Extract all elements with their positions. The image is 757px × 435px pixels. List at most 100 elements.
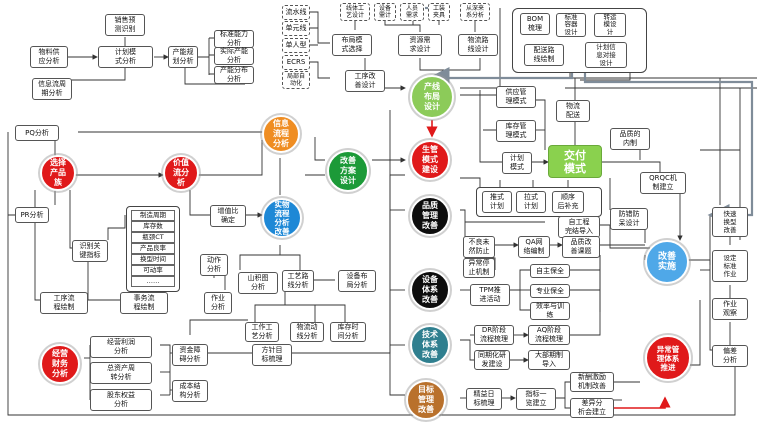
dr-stage-box[interactable]: DR阶段 流程梳理 [474,325,514,345]
capital-turnover-box[interactable]: 资金障 碍分析 [172,344,208,366]
nonconform-box[interactable]: 不良未 然防止 [463,236,495,258]
pull-plan-box[interactable]: 拉式 计划 [516,191,546,213]
capacity-plan-box[interactable]: 产能规 划分析 [168,46,198,68]
plan-mode-box[interactable]: 计划模 式分析 [98,46,153,68]
improve-impl-node[interactable]: 改善 实施 [645,240,689,284]
big-day-box[interactable]: 大部期制 导入 [528,350,570,370]
weekly-target-box[interactable]: 精益日 标梳理 [466,388,502,410]
pro-maintain-box[interactable]: 专业保全 [530,284,570,298]
process-improve-box[interactable]: 工序改 善设计 [345,70,385,92]
indicator-inventory[interactable]: 库存数 [131,221,175,232]
indicator-bottleneck-ct[interactable]: 瓶颈CT [131,232,175,243]
material-supply-box[interactable]: 物料供 应分析 [30,46,68,68]
std-capacity-box[interactable]: 标准能力 分析 [214,30,254,48]
pq-box[interactable]: PQ分析 [15,125,59,141]
qrqc-box[interactable]: QRQC机 制建立 [640,172,686,194]
indicator-build-box[interactable]: 指标一 览建立 [516,388,556,410]
policy-review-box[interactable]: 方针目 标梳理 [252,344,292,366]
indicator-changeover-time[interactable]: 换型时间 [131,254,175,265]
aq-stage-box[interactable]: AQ阶段 流程梳理 [528,325,570,345]
resource-needs-box[interactable]: 资源需 求设计 [398,34,442,56]
indicator-uptime[interactable]: 可动率 [131,265,175,276]
actual-capacity-box[interactable]: 实际产能 分析 [214,47,254,65]
efficiency-box[interactable]: 效率与训 练 [530,302,570,320]
equip-needs-box[interactable]: 设备 需计 [374,3,396,21]
value-add-ratio-box[interactable]: 增值比 确定 [210,205,246,227]
gap-analysis-box[interactable]: 差异分 析会建立 [570,398,614,418]
work-observe-box[interactable]: 作业 观察 [712,298,748,320]
indicator-product-yield[interactable]: 产品良率 [131,243,175,254]
sales-forecast-box[interactable]: 销售预 测识别 [105,14,145,36]
staff-needs-box[interactable]: 人员 需求 [400,3,424,21]
work-analysis-box[interactable]: 作业 分析 [204,292,232,314]
new-reward-box[interactable]: 新酬激励 机制改善 [570,372,614,392]
business-finance-node[interactable]: 经营 财务 分析 [40,344,80,384]
sync-dev-box[interactable]: 同期化研 发建设 [474,350,510,370]
key-indicator-box[interactable]: 识别关 键指标 [72,240,108,262]
delivery-mode-box[interactable]: 交付 模式 [548,145,602,178]
production-model-node[interactable]: 生管 模式 建设 [410,140,450,180]
target-mgmt-node[interactable]: 目标 管理 改善 [406,380,446,420]
mountain-chart-box[interactable]: 山积图 分析 [238,272,278,294]
equity-analysis-box[interactable]: 股东权益 分析 [90,389,152,411]
cost-structure-box[interactable]: 成本结 构分析 [172,380,208,402]
info-flow-period-box[interactable]: 信息流周 期分析 [32,78,72,100]
ecrs-box[interactable]: ECRS [282,55,310,70]
profit-analysis-box[interactable]: 经营利润 分析 [90,336,152,358]
process-route-box[interactable]: 工艺路 线分析 [282,270,314,292]
plan-info-design-box[interactable]: 计划信 息对接 设计 [585,42,627,68]
push-plan-box[interactable]: 推式 计划 [482,191,512,213]
logistics-route-box[interactable]: 物流路 线设计 [458,34,498,56]
material-delivery-box[interactable]: 物流 配送 [556,100,590,122]
improve-plan-node[interactable]: 改善 方案 设计 [327,150,369,192]
process-design-box[interactable]: 工作工 艺分析 [245,322,279,342]
action-analysis-box[interactable]: 动作 分析 [200,254,228,276]
std-work-box[interactable]: 设定 标准 作业 [712,250,748,282]
pr-box[interactable]: PR分析 [15,207,49,223]
quality-control-box[interactable]: 品质的 内制 [610,128,650,150]
material-flow-node[interactable]: 实物 流程 分析 改善 [262,198,302,238]
transaction-flow-box[interactable]: 事务流 程绘制 [120,292,168,314]
self-process-box[interactable]: 自工程 完结导入 [558,216,600,238]
tech-system-node[interactable]: 技术 体系 改善 [410,325,450,365]
delivery-route-box[interactable]: 配送路 线绘制 [524,44,564,66]
std-container-box[interactable]: 标准 容器 设计 [556,13,586,37]
flow-line-box[interactable]: 流水线 [282,5,310,20]
select-product-family-node[interactable]: 选择 产品 族 [40,155,76,191]
bom-box[interactable]: BOM 梳理 [520,13,550,35]
process-flow-draw-box[interactable]: 工序流 程绘制 [40,292,88,314]
inventory-mgmt-box[interactable]: 库存管 理模式 [496,120,536,142]
kaizen-analysis-box[interactable]: 偏差 分析 [712,345,748,367]
inventory-review-box[interactable]: 库存时 间分析 [330,322,366,342]
single-person-box[interactable]: 单人型 [282,38,310,53]
quick-change-box[interactable]: 快速 换型 改善 [712,207,748,237]
tooling-box[interactable]: 工装 夹具 [428,3,450,21]
value-stream-node[interactable]: 价值 流分 析 [163,155,199,191]
abnormal-mgmt-node[interactable]: 异常管 理体系 推进 [645,335,691,381]
capacity-dist-box[interactable]: 产能分布 分析 [214,66,254,84]
line-layout-node[interactable]: 产线 布局 设计 [410,75,454,119]
indicator-cycle-time[interactable]: 制造周期 [131,210,175,221]
equip-layout-box[interactable]: 设备布 局分析 [338,270,376,292]
transfer-ctr-box[interactable]: 转运 模设 计 [594,13,626,37]
indicator-more: …… [131,276,175,287]
sequence-replenish-box[interactable]: 顺序 后补充 [552,191,584,213]
qa-network-box[interactable]: QA网 络编制 [518,236,550,258]
material-move-box[interactable]: 物流动 线分析 [290,322,324,342]
layout-mode-box[interactable]: 布局模 式选择 [332,34,372,56]
info-flow-node[interactable]: 信息 流程 分析 [262,115,300,153]
auto-analysis-box[interactable]: 局部自 动化 [282,71,310,89]
abnormal-stop-box[interactable]: 异常停 止机制 [463,258,495,278]
supply-mgmt-box[interactable]: 供应管 理模式 [496,86,536,108]
plan-mode2-box[interactable]: 计划 模式 [502,152,532,174]
tpm-box[interactable]: TPM推 进活动 [470,284,510,306]
fixture-sys-box[interactable]: 从深来 系分析 [460,3,490,21]
quality-mgmt-node[interactable]: 品质 管理 改善 [410,196,450,236]
unit-line-box[interactable]: 单元线 [282,21,310,36]
self-maintain-box[interactable]: 自主保全 [530,264,570,278]
equipment-system-node[interactable]: 设备 体系 改善 [410,270,450,310]
asset-turnover-box[interactable]: 总资产周 转分析 [90,362,152,384]
process-info-box[interactable]: 线体工 艺设计 [340,3,370,21]
anti-error-box[interactable]: 防错防 呆设计 [610,208,648,230]
quality-improve-box[interactable]: 品质改 善课题 [562,236,600,258]
